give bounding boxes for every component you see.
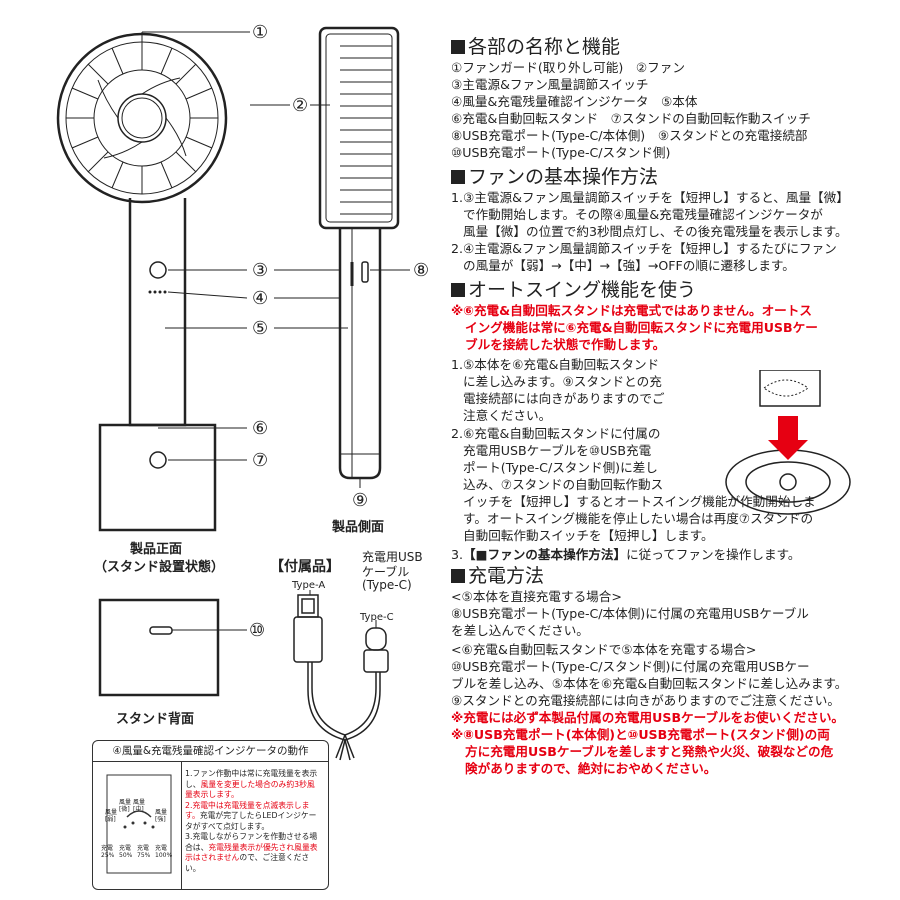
- charge-c1: <⑤本体を直接充電する場合>: [451, 589, 622, 604]
- parts-line-6: ⑩USB充電ポート(Type-C/スタンド側): [451, 145, 671, 160]
- indicator-operation-box: ④風量&充電残量確認インジケータの動作 風量[弱] 風量[微] 風量[中] 風量…: [92, 740, 329, 890]
- swing-warning-3: ブルを接続した状態で作動します。: [465, 337, 666, 352]
- parts-line-4: ⑥充電&自動回転スタンド ⑦スタンドの自動回転作動スイッチ: [451, 111, 811, 126]
- indicator-box-title: ④風量&充電残量確認インジケータの動作: [93, 741, 328, 762]
- charge-c4: <⑥充電&自動回転スタンドで⑤本体を充電する場合>: [451, 642, 757, 657]
- label-1: ①: [252, 22, 269, 43]
- swing-p5: 2.⑥充電&自動回転スタンドに付属の: [451, 426, 661, 441]
- charge-warning-3: 方に充電用USBケーブルを差しますと発熱や火災、破裂などの危: [465, 744, 834, 759]
- charge-warning-4: 険がありますので、絶対におやめください。: [465, 761, 717, 776]
- parts-line-5: ⑧USB充電ポート(Type-C/本体側) ⑨スタンドとの充電接続部: [451, 128, 808, 143]
- section-charge-title: 充電方法: [451, 565, 544, 587]
- charge-warning-1: ※充電には必ず本製品付属の充電用USBケーブルをお使いください。: [451, 710, 845, 725]
- swing-p9: イッチを【短押し】するとオートスイング機能が作動開始しま: [463, 494, 816, 509]
- label-2: ②: [292, 95, 309, 116]
- caption-cable-2: ケーブル: [362, 565, 410, 579]
- charge-c5: ⑩USB充電ポート(Type-C/スタンド側)に付属の充電用USBケー: [451, 659, 810, 674]
- indicator-notes: 1.ファン作動中は常に充電残量を表示し、風量を変更した場合のみ約3秒風量表示しま…: [185, 769, 319, 874]
- caption-type-c: Type-C: [360, 612, 394, 623]
- label-6: ⑥: [252, 418, 269, 439]
- caption-front-sub: （スタンド設置状態）: [94, 560, 225, 575]
- indicator-level-lo: 風量[弱]: [105, 809, 118, 823]
- section-basic-title: ファンの基本操作方法: [451, 166, 658, 188]
- indicator-note-1-red: 風量を変更した場合のみ約3秒風量表示します。: [185, 779, 315, 800]
- swing-p2: に差し込みます。⑨スタンドとの充: [463, 374, 662, 389]
- caption-cable-3: (Type-C): [362, 578, 412, 592]
- section-parts-title: 各部の名称と機能: [451, 36, 620, 58]
- swing-p4: 注意ください。: [463, 408, 552, 423]
- basic-line-4: 2.④主電源&ファン風量調節スイッチを【短押し】するたびにファン: [451, 241, 837, 256]
- indicator-level-hi: 風量[強]: [155, 809, 168, 823]
- indicator-note-1a: 1.ファン作動中は常に充電残量を表示し、: [185, 769, 318, 789]
- swing-warning-2: イング機能は常に⑥充電&自動回転スタンドに充電用USBケー: [465, 320, 818, 335]
- indicator-charge-100: 充電 100%: [155, 845, 173, 859]
- swing-p7: ポート(Type-C/スタンド側)に差し: [463, 460, 658, 475]
- label-7: ⑦: [252, 450, 269, 471]
- label-10: ⑩: [249, 620, 266, 641]
- indicator-charge-75: 充電 75%: [137, 845, 151, 859]
- basic-line-2: で作動開始します。その際④風量&充電残量確認インジケータが: [463, 207, 823, 222]
- parts-line-2: ③主電源&ファン風量調節スイッチ: [451, 77, 649, 92]
- basic-line-3: 風量【微】の位置で約3秒間点灯し、その後充電残量を表示します。: [463, 224, 848, 239]
- swing-p6: 充電用USBケーブルを⑩USB充電: [463, 443, 652, 458]
- basic-line-5: の風量が【弱】→【中】→【強】→OFFの順に遷移します。: [463, 258, 795, 273]
- swing-p10: す。オートスイング機能を停止したい場合は再度⑦スタンドの: [463, 511, 814, 526]
- label-4: ④: [252, 288, 269, 309]
- indicator-charge-25: 充電 25%: [101, 845, 115, 859]
- label-8: ⑧: [413, 260, 430, 281]
- caption-side: 製品側面: [332, 520, 385, 535]
- caption-cable-1: 充電用USB: [362, 550, 423, 564]
- stand-insert-illustration: [725, 370, 851, 515]
- charge-c7: ⑨スタンドとの充電接続部には向きがありますのでご注意ください。: [451, 693, 840, 708]
- indicator-level-mid1: 風量[微]: [119, 799, 132, 813]
- swing-p12: 3.【■ファンの基本操作方法】に従ってファンを操作します。: [451, 547, 801, 562]
- indicator-note-3b: ので、ご注意ください。: [185, 853, 310, 873]
- swing-p11: 自動回転作動スイッチを【短押し】します。: [463, 528, 714, 543]
- caption-front: 製品正面: [130, 542, 183, 557]
- charge-c3: を差し込んでください。: [451, 623, 589, 638]
- swing-warning-1: ※⑥充電&自動回転スタンドは充電式ではありません。オートス: [451, 303, 812, 318]
- parts-line-1: ①ファンガード(取り外し可能) ②ファン: [451, 60, 685, 75]
- section-swing-title: オートスイング機能を使う: [451, 279, 696, 301]
- indicator-level-mid2: 風量[中]: [133, 799, 146, 813]
- label-5: ⑤: [252, 318, 269, 339]
- swing-p8: 込み、⑦スタンドの自動回転作動ス: [463, 477, 664, 492]
- label-3: ③: [252, 260, 269, 281]
- indicator-note-3a: 3.充電しながらファンを作動させる場合は、: [185, 832, 318, 852]
- charge-warning-2: ※⑧USB充電ポート(本体側)と⑩USB充電ポート(スタンド側)の両: [451, 727, 830, 742]
- basic-line-1: 1.③主電源&ファン風量調節スイッチを【短押し】すると、風量【微】: [451, 190, 849, 205]
- indicator-diagram: [106, 774, 172, 874]
- indicator-note-2b: 充電が完了したらLEDインジケータがすべて点灯します。: [185, 811, 317, 831]
- charge-c2: ⑧USB充電ポート(Type-C/本体側)に付属の充電用USBケーブル: [451, 606, 809, 621]
- caption-stand-back: スタンド背面: [116, 712, 195, 727]
- product-front-illustration: [56, 26, 410, 761]
- indicator-note-2-red: 2.充電中は充電残量を点滅表示します。: [185, 800, 310, 821]
- label-9: ⑨: [352, 490, 369, 511]
- swing-p3: 電接続部には向きがありますのでご: [463, 391, 665, 406]
- swing-p1: 1.⑤本体を⑥充電&自動回転スタンド: [451, 357, 660, 372]
- indicator-note-3-red: 充電残量表示が優先され風量表示はされません: [185, 842, 318, 863]
- indicator-charge-50: 充電 50%: [119, 845, 133, 859]
- caption-type-a: Type-A: [292, 580, 326, 591]
- charge-c6: ブルを差し込み、⑤本体を⑥充電&自動回転スタンドに差し込みます。: [451, 676, 848, 691]
- caption-accessory: 【付属品】: [270, 559, 340, 575]
- parts-line-3: ④風量&充電残量確認インジケータ ⑤本体: [451, 94, 698, 109]
